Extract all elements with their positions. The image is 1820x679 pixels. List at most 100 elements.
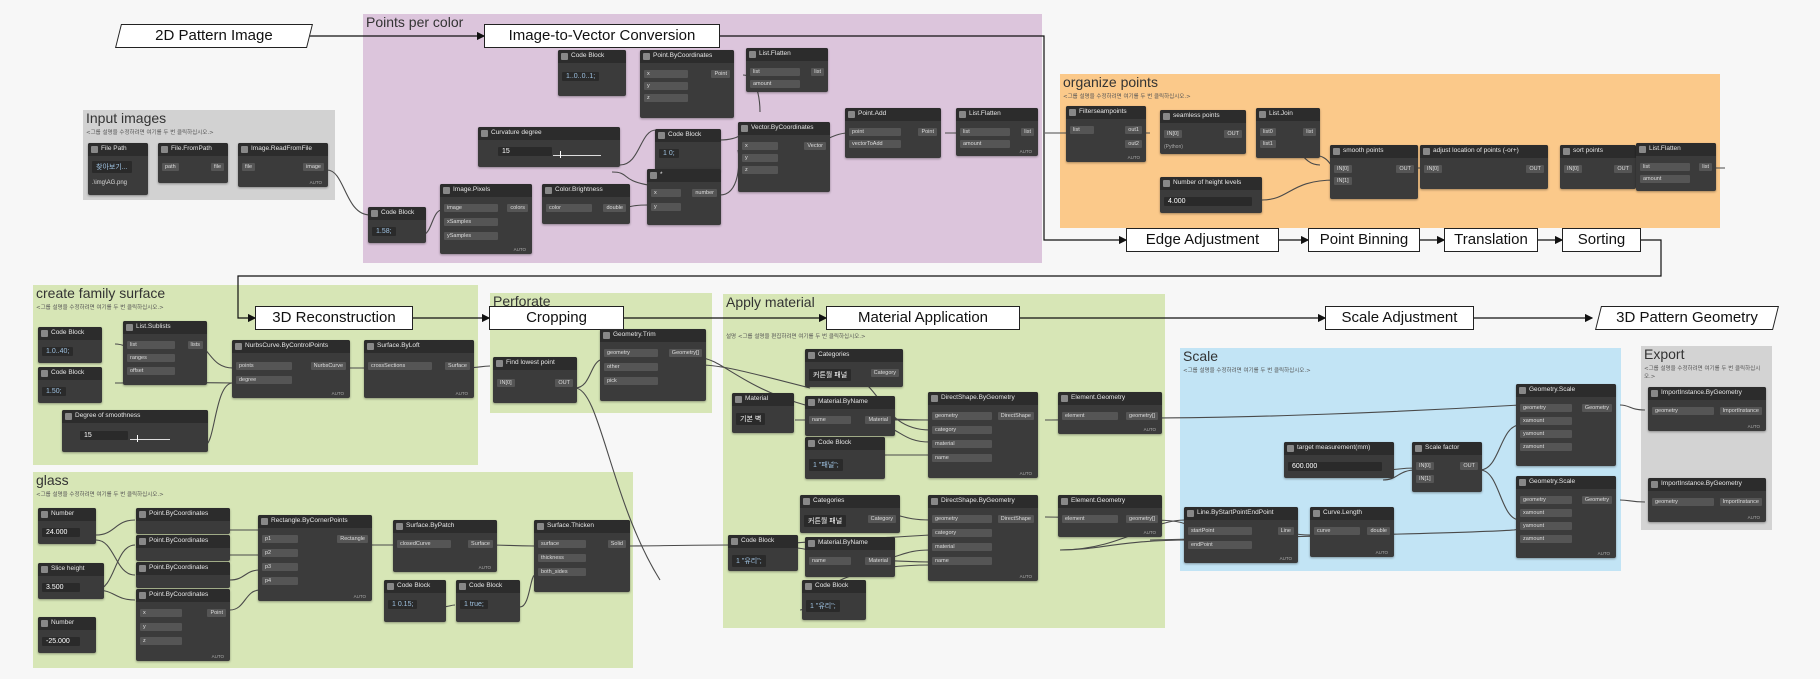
node-multiply[interactable]: * x y number	[647, 169, 721, 225]
node-material-byname-2[interactable]: Material.ByName name Material	[805, 537, 895, 577]
port-geometry-out[interactable]: Geometry[]	[668, 349, 702, 357]
port-out[interactable]: OUT	[1460, 462, 1478, 470]
port-category[interactable]: Category	[867, 515, 896, 523]
port-colors[interactable]: colors	[507, 204, 528, 212]
slider-value[interactable]: 15	[498, 147, 552, 156]
port-in0[interactable]: IN[0]	[1564, 165, 1582, 173]
port-z[interactable]: z	[644, 94, 688, 102]
stage-3d-reconstruction[interactable]: 3D Reconstruction	[255, 306, 413, 330]
node-image-pixels[interactable]: Image.Pixels image xSamples ySamples col…	[440, 184, 532, 254]
port-geometry[interactable]: geometry	[1520, 496, 1572, 504]
port-in1[interactable]: IN[1]	[1416, 475, 1434, 483]
node-point-bycoordinates-g4[interactable]: Point.ByCoordinates x y z Point AUTO	[136, 589, 230, 661]
node-categories-1[interactable]: Categories 커튼월 패널 Category	[805, 349, 903, 387]
code-value[interactable]: 1 0.15;	[388, 600, 418, 609]
slider-track[interactable]	[553, 155, 601, 156]
port-thickness[interactable]: thickness	[538, 554, 586, 562]
port-startpoint[interactable]: startPoint	[1188, 527, 1252, 535]
port-points[interactable]: points	[236, 362, 292, 370]
port-material[interactable]: material	[932, 440, 992, 448]
code-value[interactable]: 1 "유리";	[732, 555, 766, 567]
port-geometry[interactable]: geometry	[1652, 498, 1714, 506]
node-element-geometry-2[interactable]: Element.Geometry element geometry[] AUTO	[1058, 495, 1162, 537]
port-out[interactable]: OUT	[1526, 165, 1544, 173]
code-value[interactable]: 1 true;	[460, 600, 488, 609]
port-y[interactable]: y	[742, 154, 778, 162]
port-list[interactable]: list	[960, 128, 1010, 136]
node-degree-smoothness[interactable]: Degree of smoothness 15	[62, 410, 208, 452]
node-surface-thicken[interactable]: Surface.Thicken surface thickness both_s…	[534, 520, 630, 592]
port-geometry-out[interactable]: geometry[]	[1126, 515, 1158, 523]
port-in0[interactable]: IN[0]	[1334, 165, 1352, 173]
port-solid[interactable]: Solid	[607, 540, 626, 548]
node-image-readfromfile[interactable]: Image.ReadFromFile file image AUTO	[238, 143, 328, 187]
port-p1[interactable]: p1	[262, 535, 298, 543]
node-smooth-points[interactable]: smooth points IN[0] IN[1] OUT	[1330, 145, 1418, 199]
node-point-bycoordinates-g3[interactable]: Point.ByCoordinates	[136, 562, 230, 588]
port-vectortoadd[interactable]: vectorToAdd	[849, 140, 901, 148]
code-value[interactable]: 1 "패널";	[809, 459, 843, 471]
node-file-frompath[interactable]: File.FromPath path file	[158, 143, 228, 183]
port-list[interactable]: list	[750, 68, 800, 76]
code-value[interactable]: 1..0..0..1;	[562, 72, 600, 81]
code-value[interactable]: 1.0..40;	[42, 347, 74, 356]
node-number-1[interactable]: Number 24.000	[38, 508, 96, 544]
port-x[interactable]: x	[742, 142, 778, 150]
node-line-bystartpointendpoint[interactable]: Line.ByStartPointEndPoint startPoint end…	[1184, 507, 1298, 563]
port-double[interactable]: double	[603, 204, 626, 212]
node-number-2[interactable]: Number -25.000	[38, 617, 96, 653]
port-y[interactable]: y	[644, 82, 688, 90]
port-path[interactable]: path	[162, 163, 179, 171]
node-filterseampoints[interactable]: Filterseampoints list out1 out2 AUTO	[1066, 106, 1146, 162]
node-target-measurement[interactable]: target measurement(mm) 600.000	[1284, 442, 1394, 478]
port-geometry[interactable]: geometry	[1520, 404, 1572, 412]
node-geometry-scale-2[interactable]: Geometry.Scale geometry xamount yamount …	[1516, 476, 1616, 558]
port-degree[interactable]: degree	[236, 376, 292, 384]
stage-2d-pattern-image[interactable]: 2D Pattern Image	[115, 24, 313, 48]
node-code-block-8[interactable]: Code Block 1 "유리";	[802, 580, 866, 620]
node-list-join[interactable]: List.Join list0 list1 list	[1256, 108, 1320, 158]
port-category[interactable]: Category	[870, 369, 899, 377]
port-x[interactable]: x	[644, 70, 688, 78]
port-image[interactable]: image	[444, 204, 498, 212]
node-list-flatten-2[interactable]: List.Flatten list amount list AUTO	[956, 108, 1038, 156]
port-curve[interactable]: curve	[1314, 527, 1360, 535]
port-nurbscurve[interactable]: NurbsCurve	[310, 362, 346, 370]
port-color[interactable]: color	[546, 204, 592, 212]
port-geometry[interactable]: geometry	[604, 349, 658, 357]
port-directshape[interactable]: DirectShape	[997, 412, 1034, 420]
port-importinstance[interactable]: ImportInstance	[1719, 407, 1762, 415]
stage-3d-pattern-geometry[interactable]: 3D Pattern Geometry	[1595, 306, 1779, 330]
port-yamount[interactable]: yamount	[1520, 522, 1572, 530]
port-name[interactable]: name	[932, 454, 992, 462]
node-geometry-scale-1[interactable]: Geometry.Scale geometry xamount yamount …	[1516, 384, 1616, 466]
node-sort-points[interactable]: sort points IN[0] OUT	[1560, 145, 1636, 189]
node-code-block-7[interactable]: Code Block 1 "유리";	[728, 535, 798, 571]
port-in0[interactable]: IN[0]	[1164, 130, 1182, 138]
port-element[interactable]: element	[1062, 515, 1118, 523]
port-in0[interactable]: IN[0]	[497, 379, 515, 387]
port-ranges[interactable]: ranges	[127, 354, 175, 362]
number-value[interactable]: 24.000	[42, 528, 80, 537]
port-number[interactable]: number	[692, 189, 717, 197]
port-element[interactable]: element	[1062, 412, 1118, 420]
port-out2[interactable]: out2	[1125, 140, 1142, 148]
port-x[interactable]: x	[651, 189, 681, 197]
port-crosssections[interactable]: crossSections	[368, 362, 432, 370]
port-surface[interactable]: Surface	[468, 540, 493, 548]
node-code-block-2[interactable]: Code Block 1 0;	[655, 129, 721, 171]
port-directshape[interactable]: DirectShape	[997, 515, 1034, 523]
port-p2[interactable]: p2	[262, 549, 298, 557]
port-pick[interactable]: pick	[604, 377, 658, 385]
port-point[interactable]: point	[849, 128, 901, 136]
node-code-block-9[interactable]: Code Block 1 0.15;	[384, 580, 446, 622]
port-list-out[interactable]: list	[811, 68, 824, 76]
port-y[interactable]: y	[140, 623, 182, 631]
port-category[interactable]: category	[932, 529, 992, 537]
port-ysamples[interactable]: ySamples	[444, 232, 498, 240]
node-surface-byloft[interactable]: Surface.ByLoft crossSections Surface AUT…	[364, 340, 474, 398]
port-vector[interactable]: Vector	[804, 142, 826, 150]
port-list0[interactable]: list0	[1260, 128, 1276, 136]
port-amount[interactable]: amount	[960, 140, 1010, 148]
port-zamount[interactable]: zamount	[1520, 443, 1572, 451]
